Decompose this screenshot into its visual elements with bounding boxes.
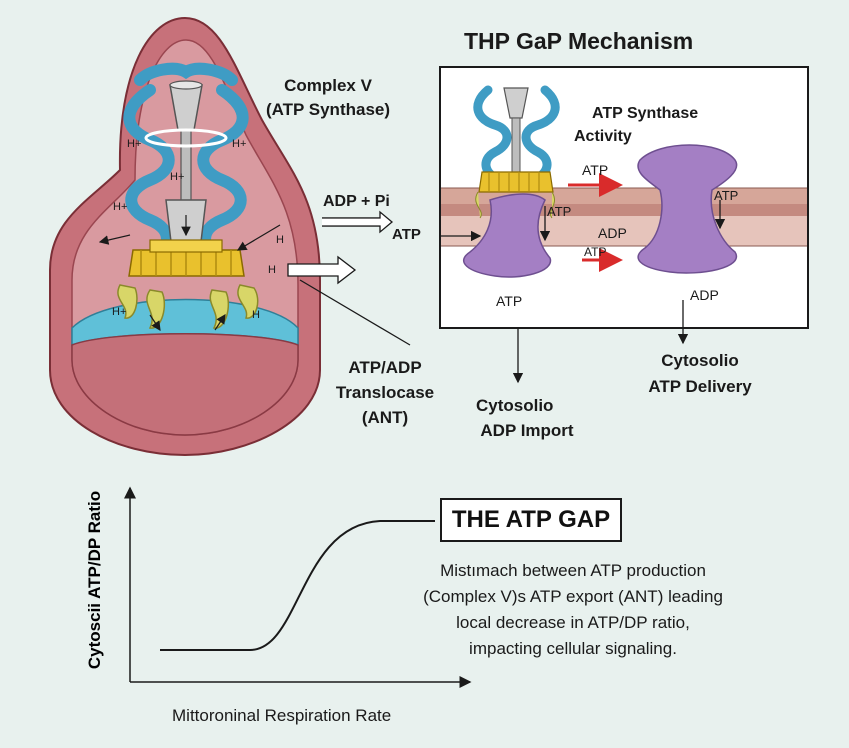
adp-pi-label: ADP + Pi [323, 193, 390, 210]
proton-label-5: H+ [232, 138, 246, 150]
proton-label-6: H [252, 309, 260, 321]
inset-label-atp-right: ATP [714, 188, 738, 203]
graph-x-label: Mittoroninal Respiration Rate [172, 706, 392, 725]
atp-label-left: ATP [392, 226, 421, 243]
ant-label: ATP/ADP Translocase (ANT) [330, 355, 440, 430]
complex-v-label: Complex V (ATP Synthase) [253, 74, 403, 122]
inset-label-atp-arrow-1: ATP [582, 162, 608, 178]
mito-cristae-fold [71, 333, 299, 436]
adp-import-line-2: ADP Import [480, 421, 574, 440]
adp-pi-hollow-arrow [322, 210, 394, 234]
peripheral-stalks [117, 284, 259, 329]
atp-gap-title: THE ATP GAP [440, 498, 622, 542]
inset-label-atp-below: ATP [496, 293, 522, 309]
proton-label-7: H [276, 234, 284, 246]
adp-import-line-1: Cytosolio [476, 396, 554, 415]
mechanism-inset: ATP ATP ATP ATP ADP ATP ADP [439, 66, 809, 384]
mini-synthase [473, 85, 560, 219]
proton-label-8: H [268, 264, 276, 276]
synthase-activity-line-1: ATP Synthase [592, 105, 699, 122]
page-title: THP GaP Mechanism [464, 28, 694, 54]
gap-desc-line-3: local decrease in ATP/DP ratio, [456, 613, 690, 632]
gap-desc-line-4: impacting cellular signaling. [469, 639, 677, 658]
matrix-arrows [98, 215, 281, 331]
complex-v-line-2: (ATP Synthase) [265, 100, 391, 119]
graph-y-label: Cytoscii ATP/DP Ratio [85, 490, 104, 670]
atp-delivery-line-2: ATP Delivery [648, 377, 752, 396]
ant-line-2: Translocase [335, 383, 435, 402]
stator-ring [128, 239, 245, 277]
ant-transporter-left [463, 193, 552, 278]
complex-v-line-1: Complex V [284, 76, 372, 95]
mitochondrion: H+ H+ H+ H+ H+ H H H [49, 16, 321, 457]
synthase-activity-line-2: Activity [574, 128, 632, 145]
atp-gap-description: Mistımach between ATP production (Comple… [398, 558, 748, 662]
atp-delivery-label: Cytosolio ATP Delivery [630, 348, 770, 400]
adp-import-label: Cytosolio ADP Import [462, 393, 592, 443]
atp-delivery-line-1: Cytosolio [661, 351, 739, 370]
proton-label-4: H+ [112, 306, 126, 318]
inset-label-atp-arrow-2: ATP [584, 245, 606, 259]
ant-transporter-right [637, 144, 738, 274]
ant-line-3: (ANT) [361, 408, 409, 427]
graph-sigmoid-curve [160, 520, 435, 651]
proton-label-2: H+ [113, 201, 127, 213]
ant-hollow-arrow [287, 255, 357, 285]
ant-line-1: ATP/ADP [348, 358, 422, 377]
gap-desc-line-1: Mistımach between ATP production [440, 561, 706, 580]
inset-label-adp-below: ADP [690, 287, 719, 303]
helix-coils [123, 62, 249, 266]
rotation-ring [144, 128, 228, 148]
gap-desc-line-2: (Complex V)s ATP export (ANT) leading [423, 587, 723, 606]
synthase-activity-label: ATP Synthase Activity [574, 102, 698, 148]
inset-label-atp-mid: ATP [547, 204, 571, 219]
inset-label-adp-mid: ADP [598, 225, 627, 241]
proton-label-1: H+ [127, 138, 141, 150]
ratio-graph [124, 486, 472, 688]
proton-label-3: H+ [170, 171, 184, 183]
